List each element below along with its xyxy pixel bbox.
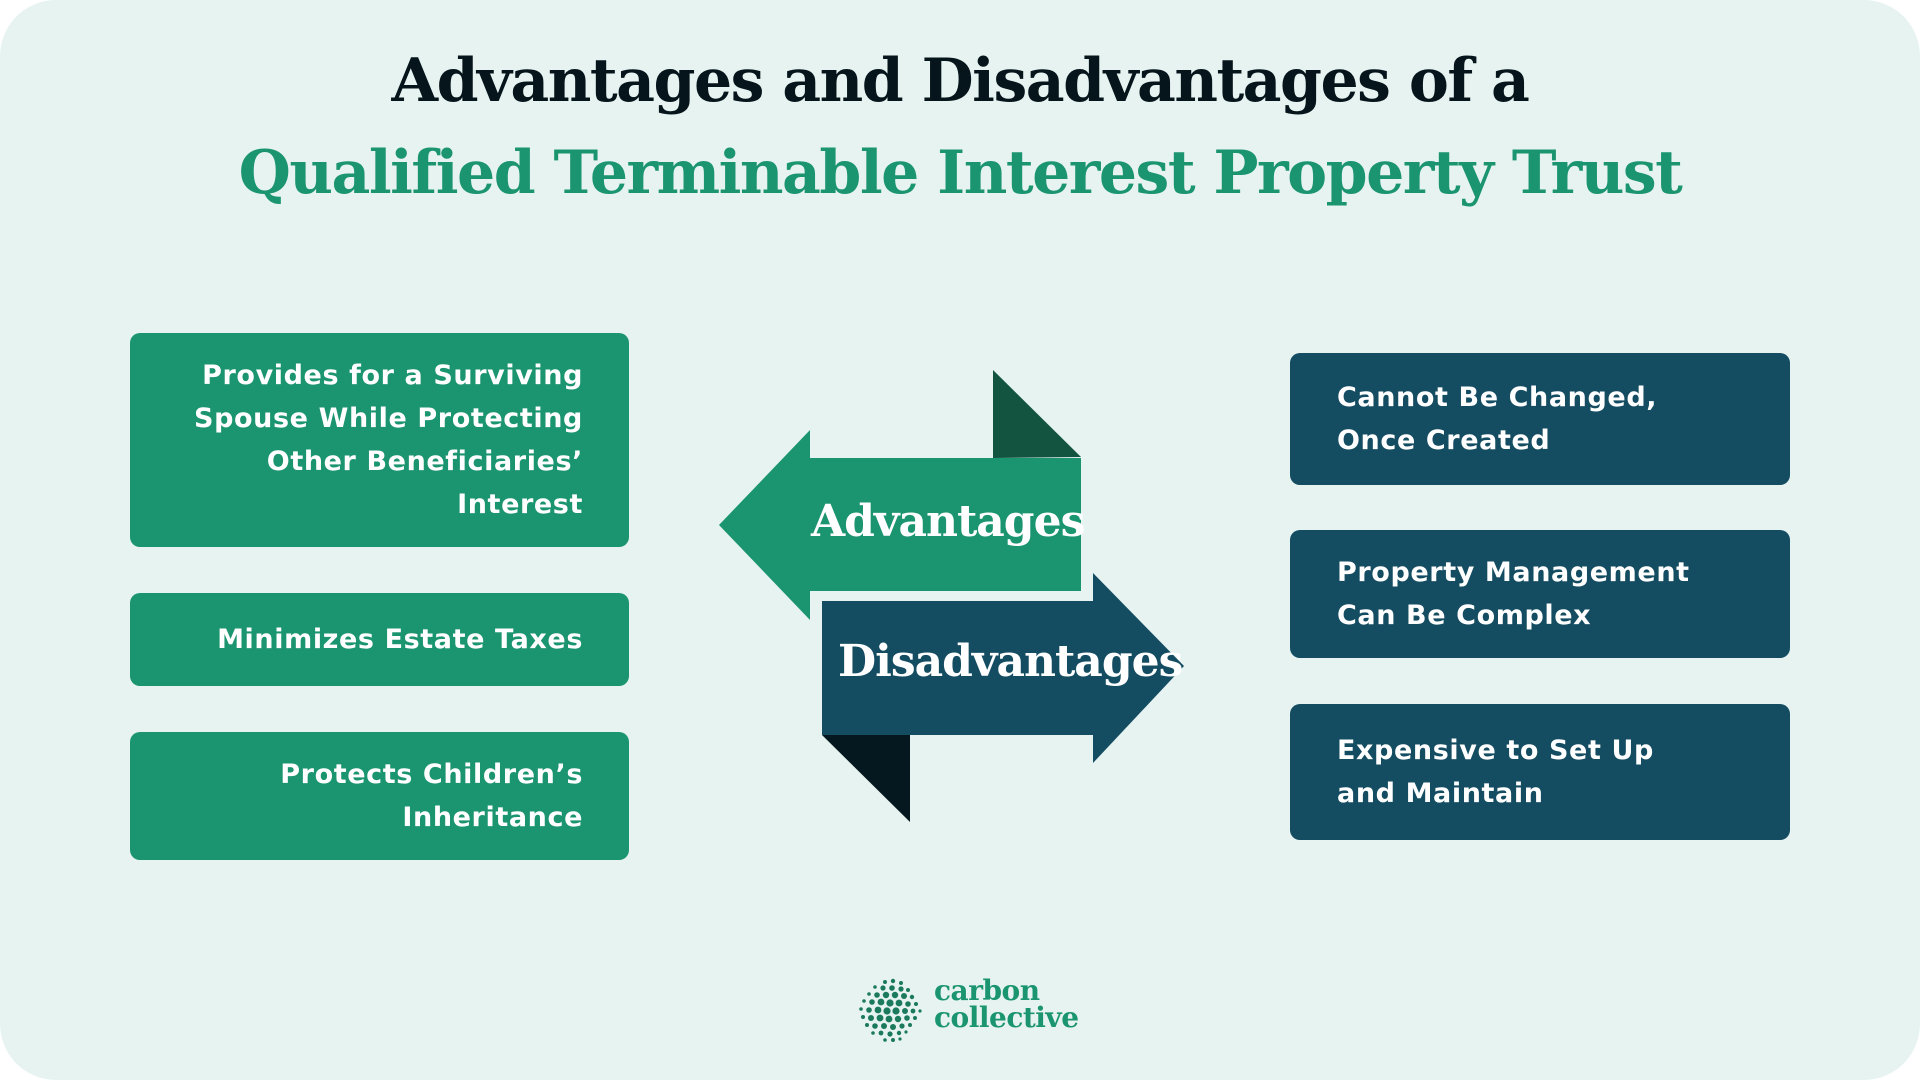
disadvantage-item-1-line-2: Once Created — [1337, 425, 1551, 456]
advantage-item-1-line-3: Other Beneficiaries’ — [266, 446, 583, 477]
advantage-item-3: Protects Children’s Inheritance — [130, 732, 629, 860]
title-line-2: Qualified Terminable Interest Property T… — [238, 138, 1683, 208]
disadvantage-item-2: Property Management Can Be Complex — [1290, 530, 1790, 658]
disadvantages-right-arrow-icon — [822, 573, 1184, 763]
advantage-item-1-line-4: Interest — [457, 489, 583, 520]
disadvantage-item-1-line-1: Cannot Be Changed, — [1337, 382, 1658, 413]
disadvantage-item-2-line-2: Can Be Complex — [1337, 600, 1592, 631]
advantage-item-3-line-2: Inheritance — [402, 802, 583, 833]
disadvantages-fold-shape — [822, 735, 910, 822]
advantage-item-1-line-2: Spouse While Protecting — [194, 403, 583, 434]
disadvantage-item-2-line-1: Property Management — [1337, 557, 1690, 588]
disadvantage-item-3-line-2: and Maintain — [1337, 778, 1544, 809]
disadvantage-item-1: Cannot Be Changed, Once Created — [1290, 353, 1790, 485]
advantages-label: Advantages — [811, 496, 1085, 547]
title-line-1: Advantages and Disadvantages of a — [391, 46, 1530, 116]
advantages-fold-shape — [993, 370, 1081, 458]
disadvantages-label: Disadvantages — [838, 636, 1183, 687]
advantage-item-1-line-1: Provides for a Surviving — [202, 360, 583, 391]
disadvantage-item-3-line-1: Expensive to Set Up — [1337, 735, 1654, 766]
advantage-item-2-line-1: Minimizes Estate Taxes — [217, 624, 583, 655]
advantage-item-1: Provides for a Surviving Spouse While Pr… — [130, 333, 629, 547]
advantage-item-2: Minimizes Estate Taxes — [130, 593, 629, 686]
advantages-left-arrow-icon — [719, 430, 1081, 620]
advantage-item-3-line-1: Protects Children’s — [280, 759, 583, 790]
brand-name-line-1: carbon — [934, 974, 1040, 1007]
brand-name-line-2: collective — [934, 1001, 1079, 1034]
disadvantage-item-3: Expensive to Set Up and Maintain — [1290, 704, 1790, 840]
dotted-globe-icon — [859, 978, 922, 1042]
